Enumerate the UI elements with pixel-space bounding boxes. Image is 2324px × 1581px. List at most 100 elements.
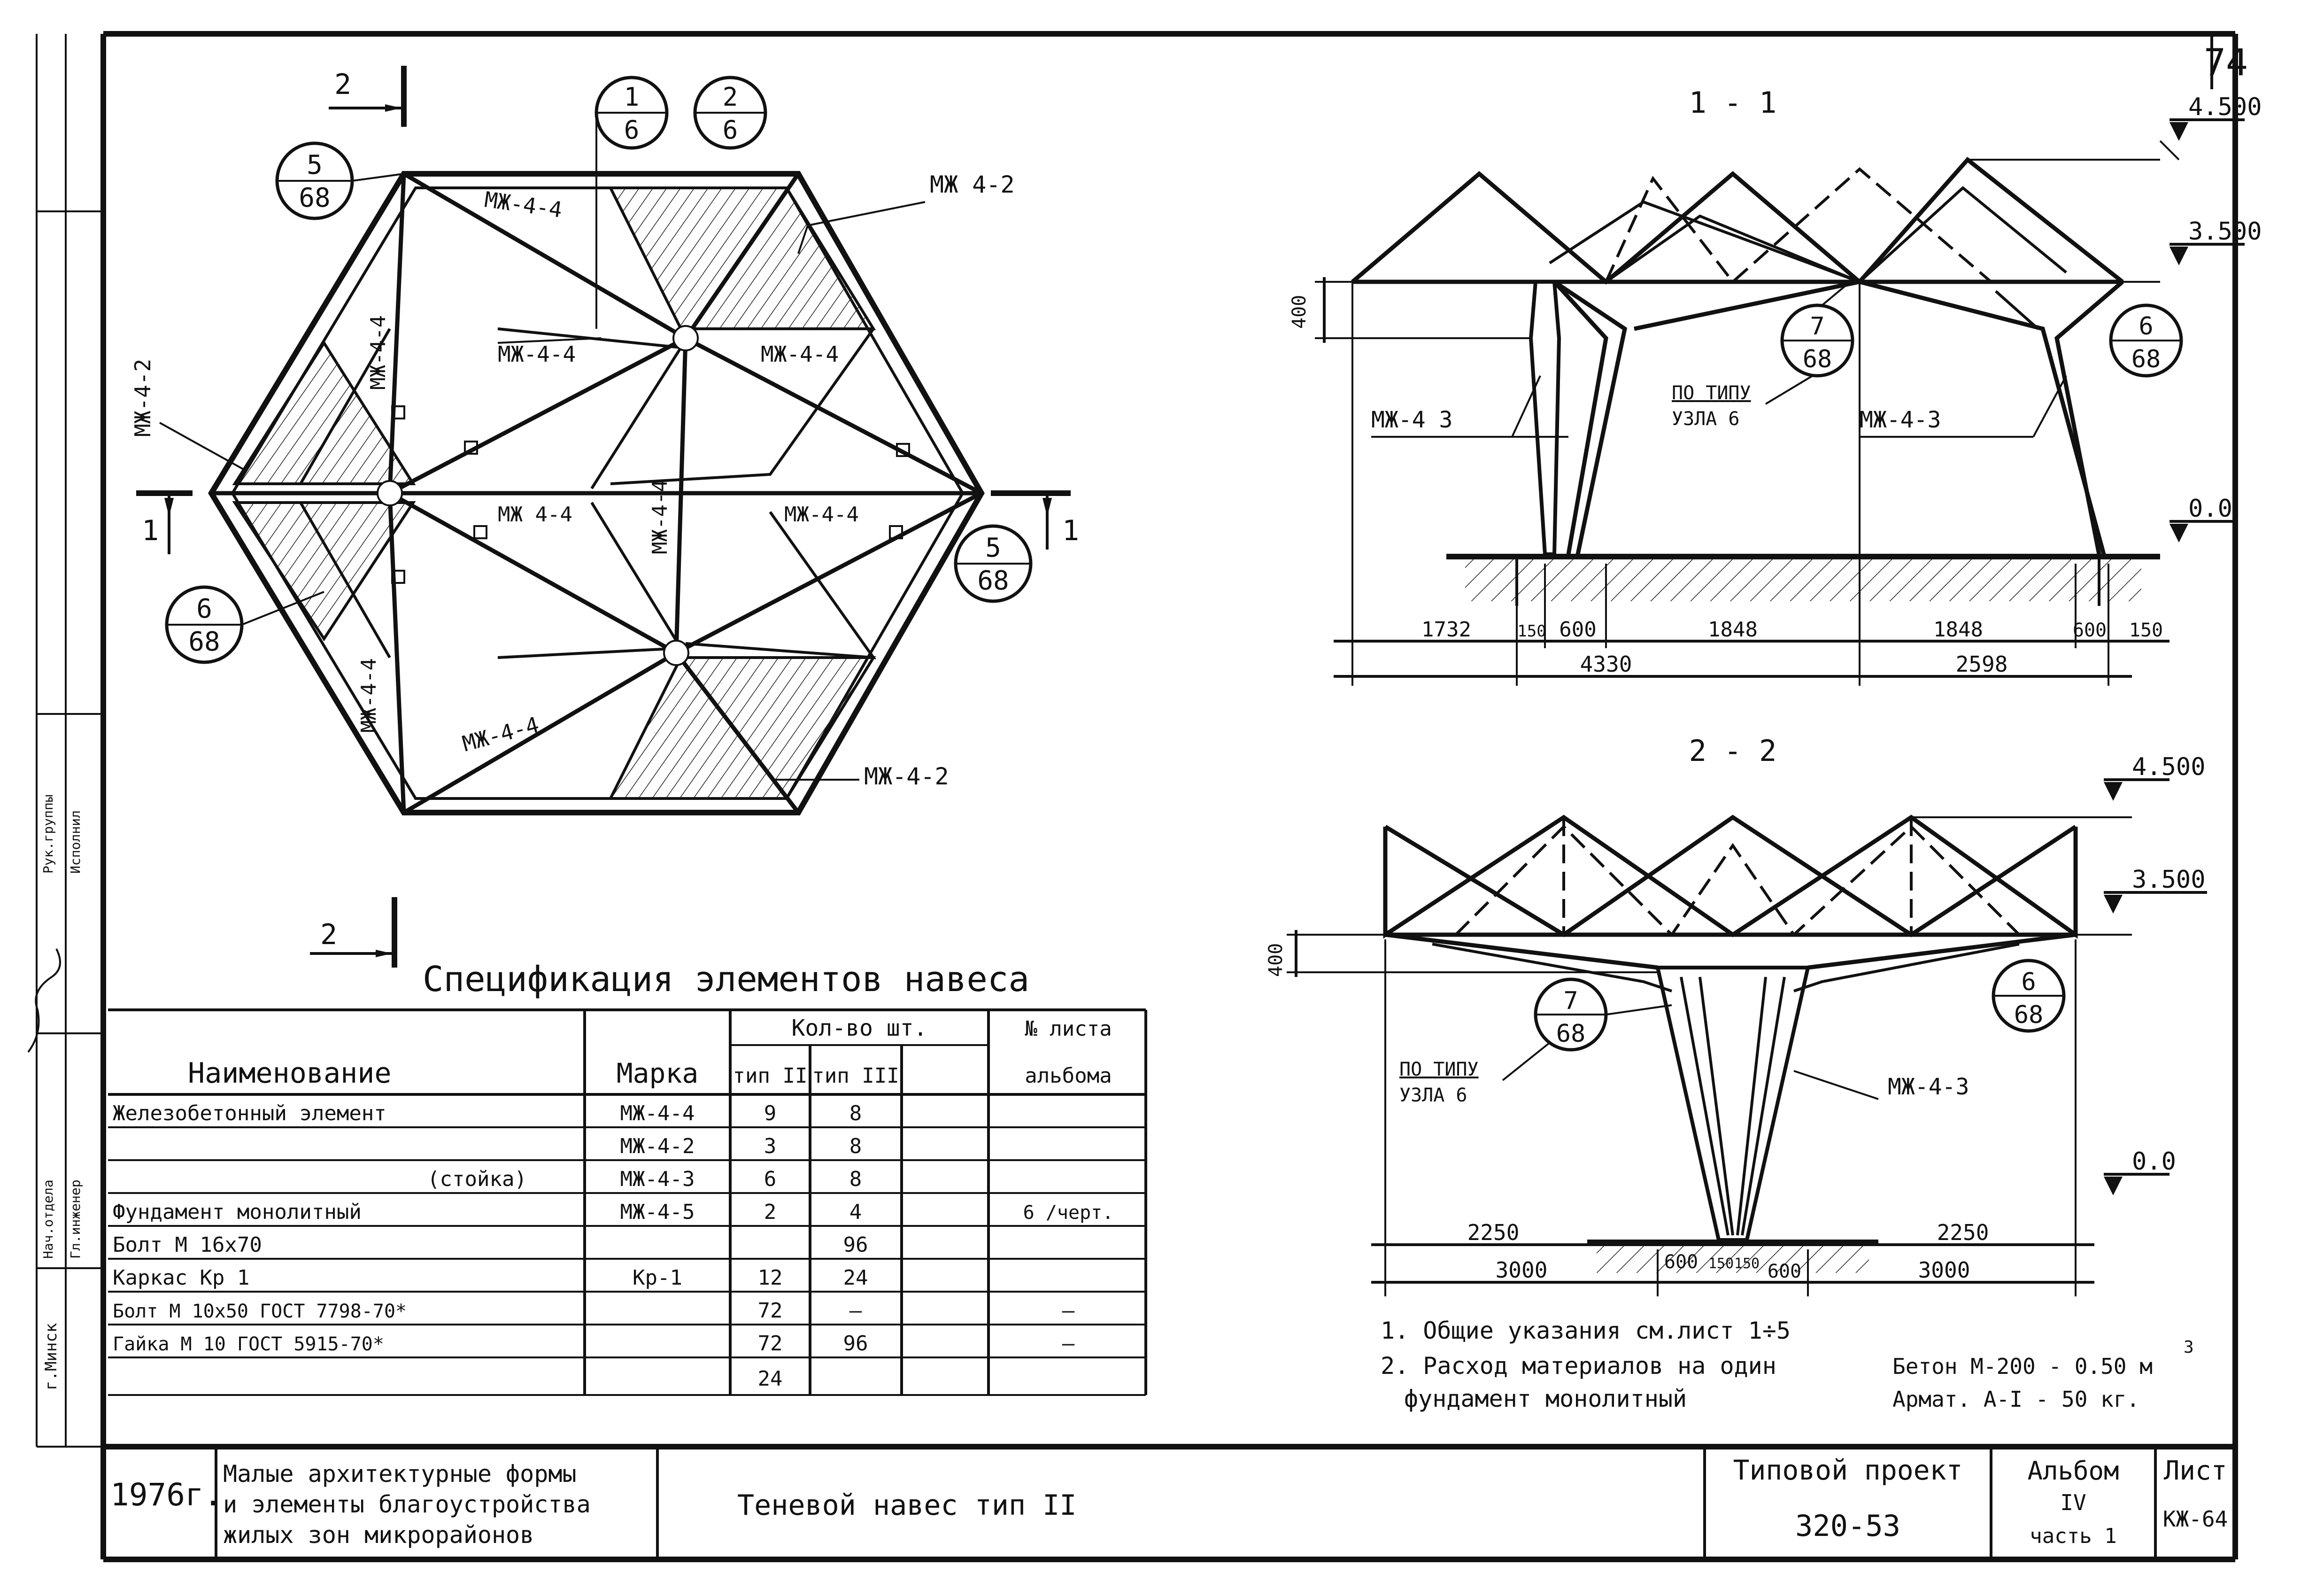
s1-label-uzla: УЗЛА 6: [1672, 408, 1740, 430]
s1-dims-row2: 4330 2598: [1334, 651, 2132, 678]
title-block: 1976г. Малые архитектурные формы и элеме…: [103, 1444, 2235, 1559]
label-mzh42-left: МЖ-4-2: [130, 359, 155, 437]
tb-part: часть 1: [2030, 1524, 2116, 1548]
label-mzh44-bottom: МЖ-4-4: [460, 712, 541, 756]
tb-album-number: IV: [2060, 1490, 2086, 1515]
section-mark-2-top: 2: [329, 66, 407, 127]
tb-sheet-label: Лист: [2164, 1456, 2227, 1486]
note-1: 1. Общие указания см.лист 1÷5: [1381, 1317, 1791, 1344]
tb-subject-3: жилых зон микрорайонов: [223, 1521, 534, 1549]
spec-title: Спецификация элементов навеса: [423, 959, 1029, 1000]
svg-text:6: 6: [2021, 968, 2036, 996]
s1-callout-6-68: 6 68: [2109, 303, 2183, 378]
s1-roof: [1351, 156, 2124, 285]
section-mark-1-right: 1: [991, 490, 1079, 550]
tb-year: 1976г.: [110, 1477, 222, 1513]
sheet-frame: [36, 31, 2238, 1562]
svg-text:Болт М 16х70: Болт М 16х70: [113, 1233, 262, 1257]
plan-view: 1 1 2 2 5 68: [130, 66, 1079, 968]
svg-text:3000: 3000: [1918, 1257, 1970, 1283]
spec-row: Гайка М 10 ГОСТ 5915-70* 72 96 —: [113, 1332, 1075, 1356]
svg-text:96: 96: [843, 1332, 868, 1356]
s2-label-uzla: УЗЛА 6: [1399, 1085, 1467, 1106]
spec-row: Железобетонный элемент МЖ-4-4 9 8: [113, 1101, 862, 1125]
s2-label-mzh43: МЖ-4-3: [1888, 1074, 1969, 1100]
s2-dims-row2: 3000 600 150 150 600 3000: [1371, 939, 2094, 1296]
s2-level-marks: 4.500 3.500 0.0: [1911, 753, 2207, 1195]
label-mzh44-vertical-lower: МЖ-4-4: [357, 658, 381, 733]
s1-level-3500: 3.500: [2188, 217, 2262, 246]
svg-text:МЖ-4-5: МЖ-4-5: [620, 1200, 695, 1224]
svg-text:600: 600: [1664, 1251, 1698, 1273]
s1-label-mzh43-left: МЖ-4 3: [1371, 407, 1452, 433]
callout-5-68-top: 5 68: [275, 141, 404, 220]
plan-members: [209, 172, 983, 814]
svg-text:4330: 4330: [1580, 651, 1632, 677]
svg-text:Фундамент монолитный: Фундамент монолитный: [113, 1200, 362, 1224]
label-mzh42-bottom-right: МЖ-4-2: [864, 763, 949, 790]
note-2b: фундамент монолитный: [1404, 1385, 1687, 1412]
svg-text:3000: 3000: [1496, 1257, 1548, 1283]
stamp-role-4: Исполнил: [68, 810, 83, 874]
section-2-2: 2 - 2 4.500: [1265, 734, 2207, 1296]
label-mzh44-right-center: МЖ-4-4: [761, 341, 839, 367]
svg-text:Каркас Кр 1: Каркас Кр 1: [113, 1266, 249, 1290]
s2-column: [1385, 932, 2076, 1242]
svg-text:68: 68: [1803, 345, 1832, 373]
s1-label-po-tipu: ПО ТИПУ: [1672, 382, 1751, 404]
spec-row: МЖ-4-2 3 8: [620, 1134, 862, 1158]
svg-text:(стойка): (стойка): [427, 1167, 527, 1191]
svg-text:альбома: альбома: [1025, 1064, 1112, 1088]
svg-text:6: 6: [624, 115, 640, 145]
tb-project-label: Типовой проект: [1733, 1454, 1963, 1486]
svg-text:68: 68: [1556, 1020, 1586, 1048]
svg-text:12: 12: [758, 1266, 783, 1290]
section-mark-2-bottom: 2: [310, 897, 397, 968]
section-mark-1-left: 1: [136, 490, 193, 554]
spec-row: 24: [758, 1367, 783, 1391]
tb-drawing-name: Теневой навес тип II: [737, 1489, 1076, 1522]
label-mzh44-vertical-upper: МЖ-4-4: [366, 315, 390, 390]
s2-callout-7-68: 7 68: [1534, 977, 1672, 1052]
svg-text:150: 150: [1517, 622, 1546, 641]
svg-text:Марка: Марка: [617, 1057, 699, 1089]
svg-text:2: 2: [764, 1200, 777, 1224]
note-beton: Бетон М-200 - 0.50 м: [1892, 1354, 2153, 1379]
svg-text:—: —: [849, 1299, 862, 1323]
section-1-title: 1 - 1: [1689, 85, 1777, 120]
svg-text:5: 5: [307, 150, 323, 180]
svg-text:72: 72: [758, 1299, 783, 1323]
s1-ground: [1446, 554, 2160, 606]
spec-row: Болт М 16х70 96: [113, 1233, 868, 1257]
svg-text:600: 600: [1559, 618, 1596, 642]
svg-text:Наименование: Наименование: [188, 1057, 391, 1090]
svg-text:3: 3: [764, 1134, 777, 1158]
callout-1-6: 1 6: [595, 76, 669, 329]
stamp-role-3: Рук.группы: [40, 794, 56, 874]
svg-text:68: 68: [299, 183, 330, 213]
s1-level-marks: 4.500 3.500 0.0: [1968, 93, 2262, 542]
svg-text:МЖ-4-4: МЖ-4-4: [620, 1101, 695, 1125]
tb-album-label: Альбом: [2027, 1456, 2119, 1486]
svg-text:68: 68: [2014, 1001, 2044, 1029]
svg-text:1: 1: [624, 82, 640, 112]
svg-text:68: 68: [2131, 345, 2161, 373]
svg-text:МЖ-4-2: МЖ-4-2: [620, 1134, 695, 1158]
svg-text:6: 6: [2139, 312, 2153, 341]
spec-row: Болт М 10х50 ГОСТ 7798-70* 72 — —: [113, 1299, 1075, 1323]
svg-text:6 /черт.: 6 /черт.: [1023, 1202, 1114, 1224]
svg-text:№ листа: № листа: [1025, 1017, 1112, 1041]
svg-text:—: —: [1062, 1299, 1075, 1323]
s2-level-4500: 4.500: [2132, 753, 2206, 781]
svg-text:2: 2: [723, 82, 738, 112]
s1-dims-row1: 1732 150 600 1848 1848 600 150: [1334, 282, 2170, 686]
svg-text:24: 24: [843, 1266, 868, 1290]
svg-text:150: 150: [2129, 620, 2163, 641]
s2-roof: [1383, 814, 2078, 939]
s1-dim-400: 400: [1289, 277, 1531, 343]
svg-text:2250: 2250: [1467, 1220, 1520, 1245]
label-mzh44-mid-right: МЖ-4-4: [784, 503, 859, 527]
svg-text:9: 9: [764, 1101, 777, 1125]
svg-text:МЖ-4-3: МЖ-4-3: [620, 1167, 695, 1191]
